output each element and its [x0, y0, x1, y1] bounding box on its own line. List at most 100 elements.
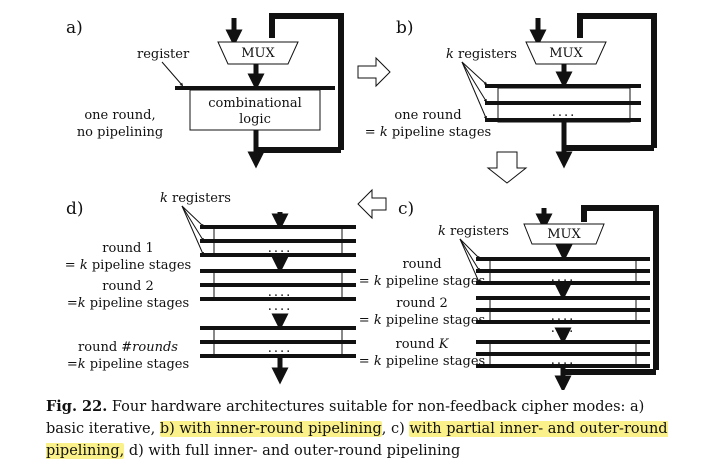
panel-a-logic-line2: logic — [239, 112, 271, 127]
panel-d-round2-reg3 — [200, 297, 356, 301]
panel-a-letter: a) — [66, 18, 83, 38]
panel-c-mux-label: MUX — [547, 227, 581, 242]
panel-c-feedback-path — [581, 205, 659, 370]
panel-d-round2-label: round 2 — [102, 279, 154, 294]
panel-c-round3-stages: = k pipeline stages — [359, 354, 485, 369]
panel-c-round1-stages: = k pipeline stages — [359, 274, 485, 289]
panel-a-feedback-path — [269, 13, 344, 150]
panel-c-letter: c) — [398, 199, 414, 219]
caption-part-2: , c) — [381, 421, 410, 437]
panel-d-round1-stages: = k pipeline stages — [65, 258, 191, 273]
panel-b-k: k — [446, 47, 454, 62]
panel-c-pointer-1 — [459, 238, 481, 260]
panel-d-round3-reg3 — [200, 354, 356, 358]
panel-c-k-registers: k registers — [438, 224, 509, 239]
architecture-diagram: a) MUX combinational logic register one … — [65, 13, 659, 390]
panel-a-register — [175, 86, 335, 90]
panel-d-between-dots: .... — [268, 299, 293, 314]
panel-c-round1-label: round — [402, 257, 441, 272]
panel-c-round2-stages: = k pipeline stages — [359, 313, 485, 328]
panel-c-registers-word: registers — [446, 224, 509, 239]
panel-c-round2-reg1 — [476, 296, 650, 300]
right-transition-arrow — [357, 56, 391, 88]
panel-d-round3-reg2 — [200, 340, 356, 344]
panel-c-round2-label: round 2 — [396, 296, 448, 311]
panel-a-mux — [217, 41, 299, 65]
panel-c-round3-reg2 — [476, 352, 650, 356]
caption-part-1: Four hardware architectures suitable for… — [46, 399, 645, 437]
panel-a: a) MUX combinational logic register one … — [66, 13, 344, 169]
panel-d-round1-dots: .... — [268, 241, 293, 256]
caption-highlight-1: b) with inner-round pipelining — [159, 421, 382, 437]
panel-d-round1-reg1 — [200, 225, 356, 229]
panel-d-pointer-1 — [181, 205, 205, 228]
panel-b-feedback-path — [577, 13, 657, 148]
panel-c-round2-reg2 — [476, 308, 650, 312]
panel-b-mux-label: MUX — [549, 46, 583, 61]
panel-a-desc-line1: one round, — [84, 108, 155, 123]
panel-b-pointer-2 — [461, 61, 487, 103]
down-transition-arrow — [486, 151, 528, 184]
panel-b-letter: b) — [396, 18, 414, 38]
panel-a-register-label: register — [137, 47, 190, 62]
panel-b-desc-prefix: = — [365, 125, 380, 140]
panel-b-registers-word: registers — [454, 47, 517, 62]
panel-c-round1-reg2 — [476, 269, 650, 273]
panel-b-dots: .... — [552, 105, 577, 120]
panel-d-round3-stages: =k pipeline stages — [67, 357, 189, 372]
panel-c-k: k — [438, 224, 446, 239]
panel-d-registers-word: registers — [168, 191, 231, 206]
panel-c-round2-reg3 — [476, 320, 650, 324]
panel-d-k: k — [160, 191, 168, 206]
panel-c-round1-reg3 — [476, 281, 650, 285]
panel-d-round1-label: round 1 — [102, 241, 154, 256]
panel-c-pointer-2 — [459, 238, 480, 272]
panel-a-desc-line2: no pipelining — [77, 125, 163, 140]
panel-d-round1-reg3 — [200, 253, 356, 257]
panel-c-round3-label: round K — [396, 337, 450, 352]
panel-b-k-registers: k registers — [446, 47, 517, 62]
panel-b-mux — [525, 41, 607, 65]
panel-a-mux-label: MUX — [241, 46, 275, 61]
panel-c-round1-reg1 — [476, 257, 650, 261]
panel-d-round3-label: round #rounds — [78, 340, 178, 355]
panel-d-round2-reg2 — [200, 283, 356, 287]
panel-d-round2-dots: .... — [268, 285, 293, 300]
panel-a-logic-box — [189, 89, 321, 131]
panel-d-pointer-3 — [181, 205, 204, 256]
panel-d-letter: d) — [66, 199, 84, 219]
panel-d-round2-stages: =k pipeline stages — [67, 296, 189, 311]
caption-part-3: d) with full inner- and outer-round pipe… — [124, 443, 461, 459]
panel-b-desc-k: k — [380, 125, 388, 140]
panel-b-pointer-3 — [461, 61, 487, 120]
panel-a-logic-line1: combinational — [208, 96, 302, 111]
panel-b-desc-suffix: pipeline stages — [388, 125, 491, 140]
panel-c-round3-dots: .... — [551, 353, 576, 368]
panel-d-pointer-2 — [181, 205, 204, 242]
panel-a-register-pointer — [161, 61, 184, 87]
panel-d: d) k registers .... .... .... .... round… — [65, 191, 356, 385]
caption-fig-number: Fig. 22. — [46, 398, 108, 415]
panel-c-round3-reg3 — [476, 364, 650, 368]
panel-b-register-3 — [485, 118, 641, 122]
panel-d-round1-reg2 — [200, 239, 356, 243]
panel-d-round3-dots: .... — [268, 341, 293, 356]
panel-b-desc-line2: = k pipeline stages — [365, 125, 491, 140]
panel-b-register-2 — [485, 101, 641, 105]
panel-c-round2-dots: .... — [551, 309, 576, 324]
panel-c: c) MUX k registers .... .... .... .... — [359, 199, 659, 390]
panel-b-register-1 — [485, 84, 641, 88]
panel-d-round3-reg1 — [200, 326, 356, 330]
panel-d-round2-reg1 — [200, 269, 356, 273]
figure-caption: Fig. 22. Four hardware architectures sui… — [46, 396, 686, 462]
panel-b-pointer-1 — [461, 61, 488, 86]
panel-c-mux — [523, 223, 605, 245]
panel-c-round3-reg1 — [476, 340, 650, 344]
left-transition-arrow — [357, 188, 387, 220]
panel-b: b) MUX .... k registers one round = k pi… — [365, 13, 657, 169]
panel-c-round1-dots: .... — [551, 270, 576, 285]
panel-d-k-registers: k registers — [160, 191, 231, 206]
panel-b-desc-line1: one round — [394, 108, 461, 123]
panel-c-pointer-3 — [459, 238, 480, 284]
